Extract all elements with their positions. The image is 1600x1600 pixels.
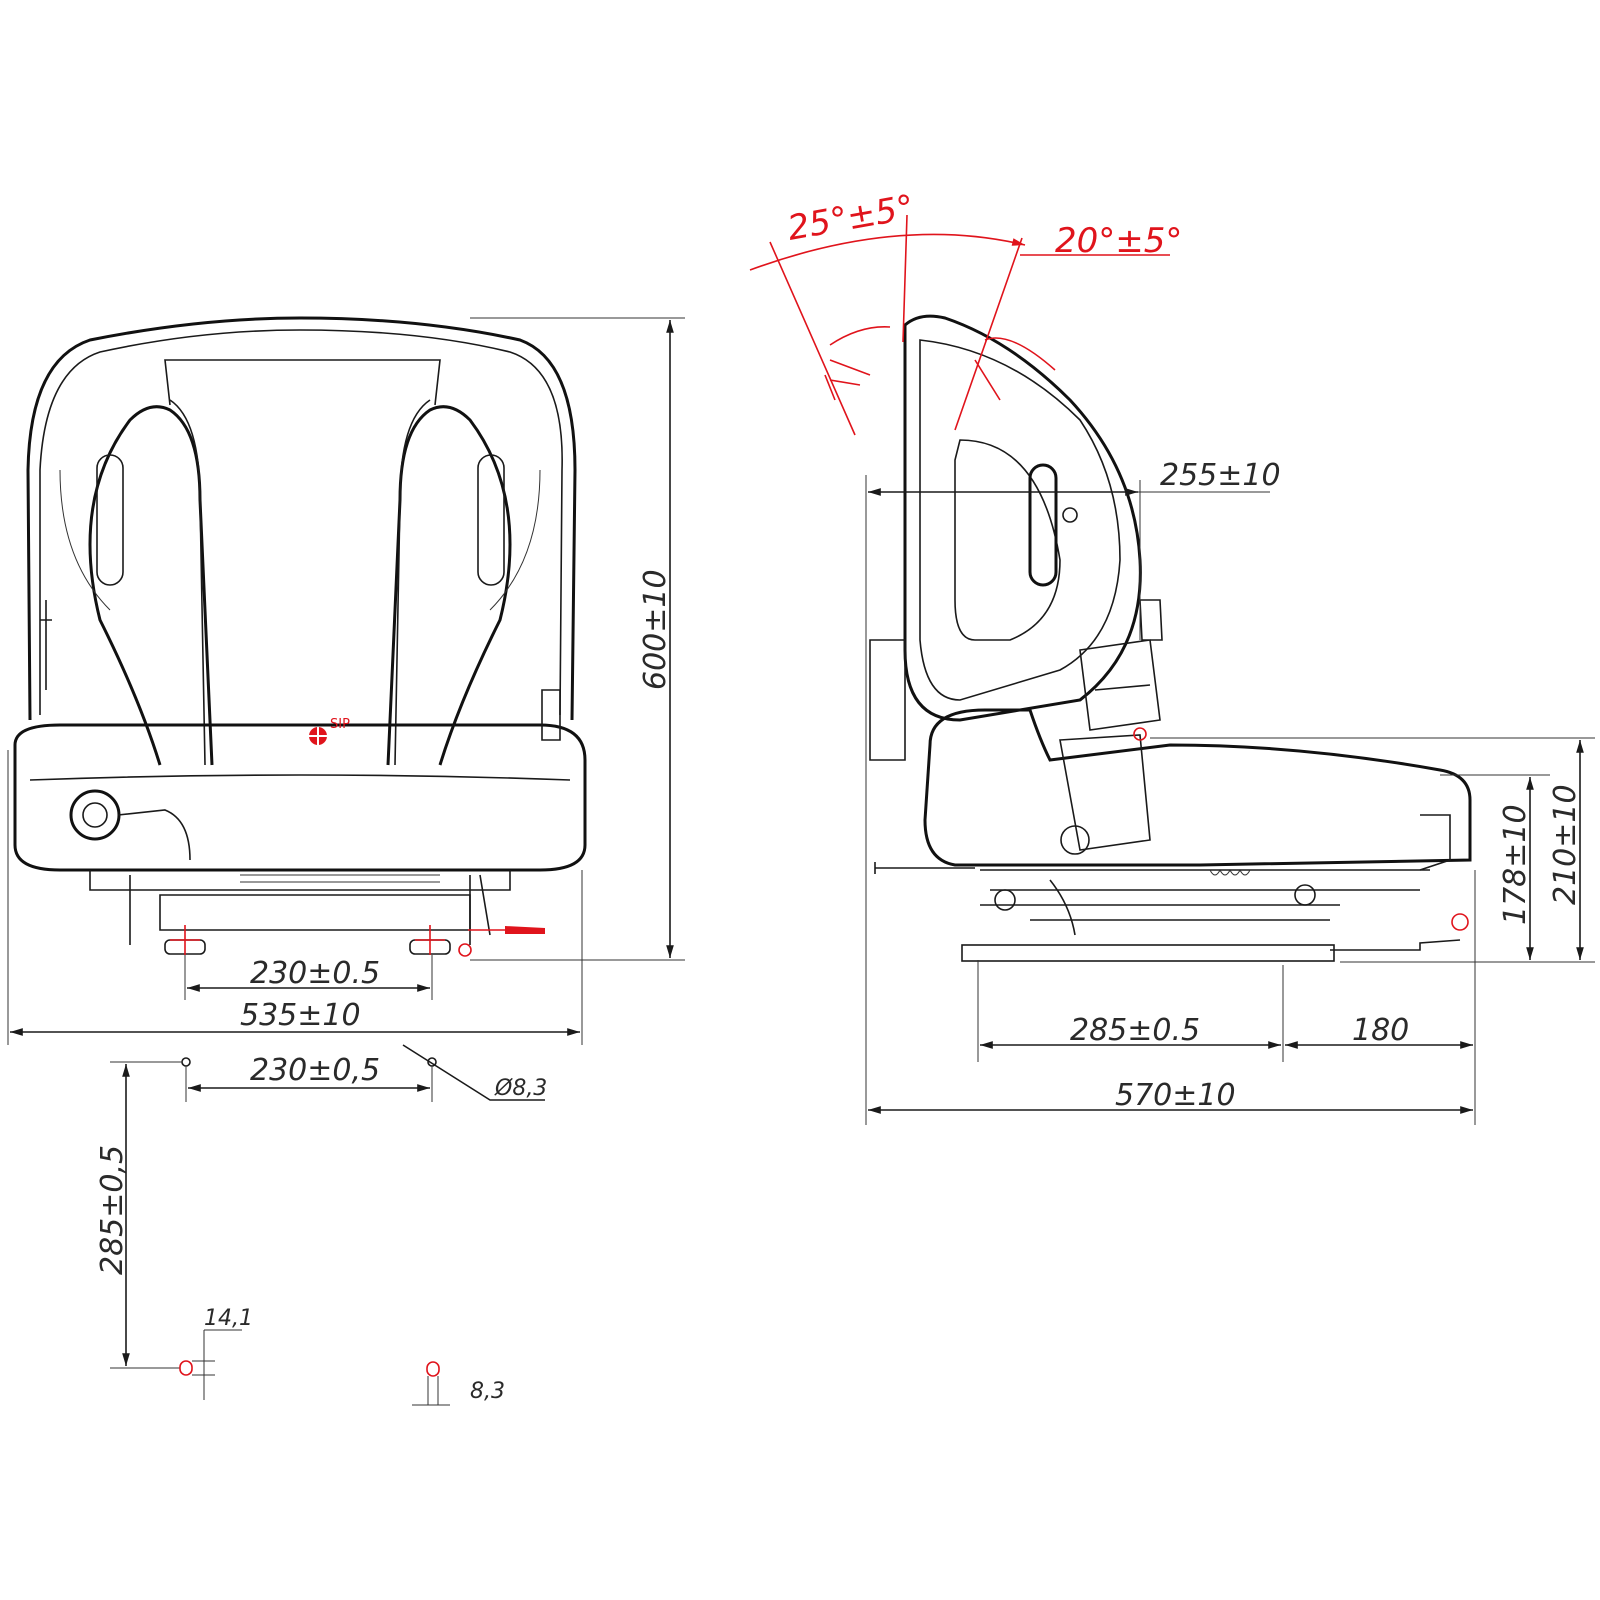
hole-diameter-dim: Ø8,3	[494, 1076, 547, 1101]
mounting-hole-pattern: 230±0,5 Ø8,3 285±0,5 14,1 8,3	[95, 1044, 547, 1406]
slot-width-dim: 8,3	[470, 1379, 505, 1404]
front-view-seat	[13, 316, 587, 957]
seat-height-high-dim: 210±10	[1548, 784, 1583, 905]
recline-forward-dim: 20°±5°	[1055, 221, 1182, 261]
backrest-depth-dim: 255±10	[1160, 458, 1281, 493]
slot-length-dim: 14,1	[204, 1306, 253, 1331]
slide-travel-dim: 180	[1352, 1013, 1409, 1048]
side-view-seat	[869, 314, 1472, 962]
rail-mount-dim: 285±0.5	[1070, 1013, 1200, 1048]
front-mount-spacing-dim: 230±0.5	[250, 956, 380, 991]
front-height-dim: 600±10	[638, 569, 673, 690]
front-dimensions: 600±10 230±0.5 535±10	[7, 317, 685, 1045]
side-dimensions: 255±10 178±10 210±10 285±0.5 180 570±10	[865, 458, 1595, 1125]
hole-pitch-dim: 285±0,5	[95, 1145, 130, 1275]
seat-height-low-dim: 178±10	[1498, 804, 1533, 925]
sip-marker: SIP	[309, 717, 350, 745]
sip-label: SIP	[330, 717, 350, 732]
recline-back-dim: 25°±5°	[785, 187, 917, 249]
overall-depth-dim: 570±10	[1115, 1078, 1236, 1113]
front-width-dim: 535±10	[240, 998, 361, 1033]
recline-angle-annotation: 25°±5° 20°±5°	[749, 187, 1182, 436]
hole-spacing-dim: 230±0,5	[250, 1053, 380, 1088]
